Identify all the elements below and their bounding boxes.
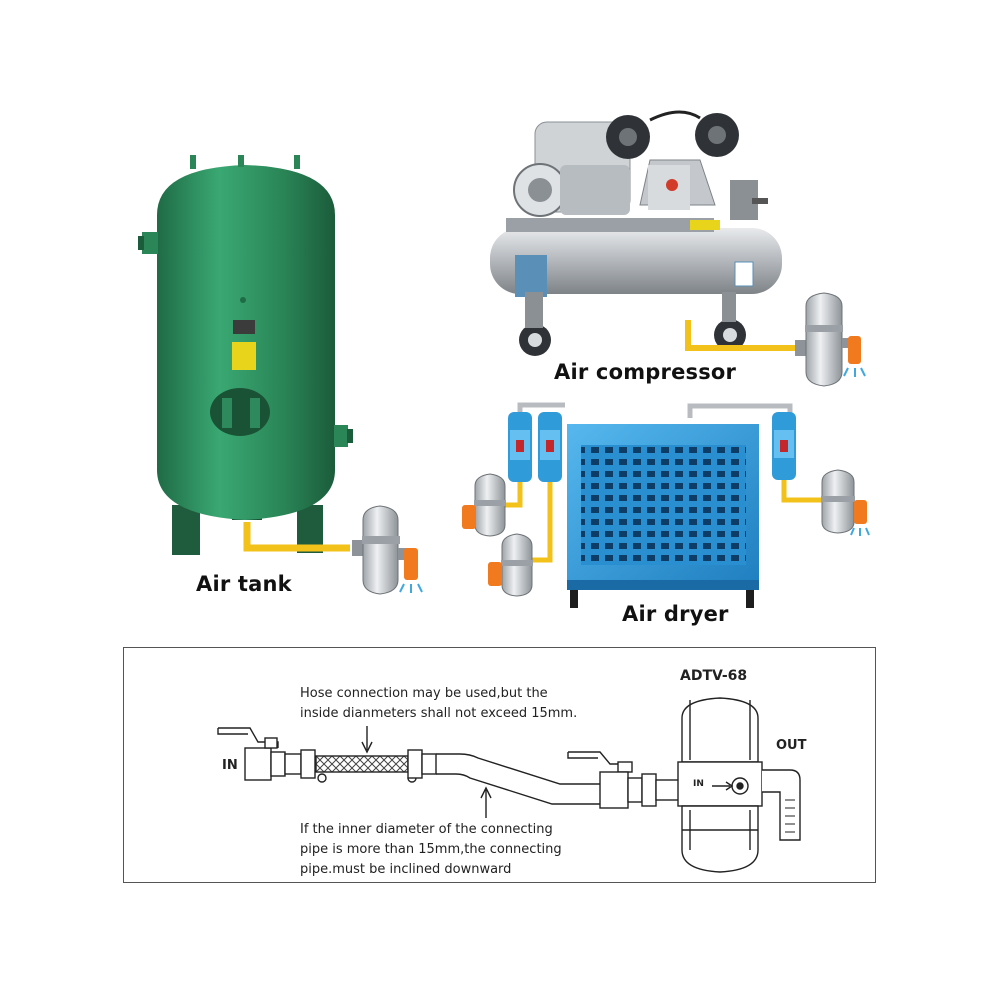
adtv-bowl	[681, 805, 759, 873]
compressor-tank	[490, 228, 782, 294]
adtv-top	[681, 697, 759, 763]
compressor-auto-drain	[795, 292, 866, 387]
dryer-grill	[581, 445, 746, 565]
orange-nozzle	[854, 500, 867, 524]
pipe-note-line: pipe.must be inclined downward	[300, 862, 512, 877]
tank-auto-drain	[352, 505, 423, 595]
tank-manhole	[210, 388, 270, 436]
air-tank-label: Air tank	[196, 572, 292, 596]
hose-note: Hose connection may be used,but the insi…	[300, 684, 577, 724]
air-compressor	[490, 110, 796, 356]
body-in-mark: IN	[693, 779, 704, 789]
air-dryer-label: Air dryer	[622, 602, 729, 626]
orange-nozzle	[488, 562, 502, 586]
diagram-frame	[123, 647, 876, 883]
air-tank	[138, 155, 353, 555]
hose-note-line: Hose connection may be used,but the	[300, 686, 548, 701]
tank-leg	[172, 505, 200, 555]
compressor-drain-pipe	[685, 320, 796, 351]
inclined-pipe	[436, 753, 600, 785]
air-compressor-label: Air compressor	[554, 360, 737, 384]
in-label: IN	[222, 758, 238, 773]
tank-label	[232, 342, 256, 370]
out-elbow	[762, 769, 801, 841]
air-dryer	[500, 402, 822, 608]
pipe-note: If the inner diameter of the connecting …	[300, 820, 562, 880]
model-label: ADTV-68	[680, 668, 748, 684]
pipe-note-line: pipe is more than 15mm,the connecting	[300, 842, 562, 857]
out-label: OUT	[776, 738, 807, 753]
in-valve	[244, 747, 272, 781]
dryer-auto-drain-right	[821, 469, 870, 536]
orange-nozzle	[404, 548, 418, 580]
dryer-auto-drain-left	[462, 473, 506, 537]
orange-nozzle	[848, 336, 861, 364]
hose-note-line: inside dianmeters shall not exceed 15mm.	[300, 706, 578, 721]
tank-drain-pipe	[243, 522, 350, 552]
orange-nozzle	[462, 505, 476, 529]
installation-diagram	[217, 697, 801, 873]
tank-plate	[233, 320, 255, 334]
dryer-auto-drain-bottom	[488, 533, 533, 597]
pipe-note-line: If the inner diameter of the connecting	[300, 822, 553, 837]
